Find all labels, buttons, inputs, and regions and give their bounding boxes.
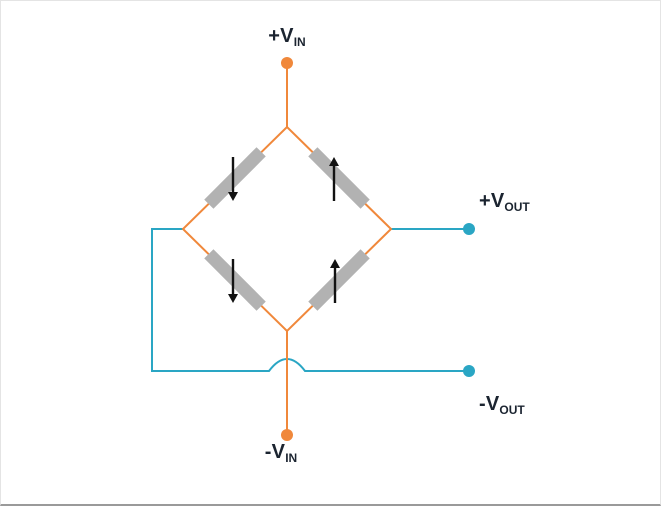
vin-minus-label-main: -V	[264, 441, 286, 463]
vin-plus-label-sub: IN	[293, 35, 306, 49]
arrow-down-icon	[228, 259, 238, 303]
strain-gauge-bottom-left	[204, 249, 266, 311]
strain-gauge-top-left	[204, 147, 266, 209]
vout-minus-wire	[151, 228, 469, 372]
vout-minus-label: -VOUT	[479, 393, 525, 417]
vin-minus-label: -VIN	[265, 441, 297, 465]
vout-plus-label: +VOUT	[479, 190, 530, 214]
vin-plus-terminal-dot	[281, 57, 293, 69]
vout-minus-terminal-dot	[463, 365, 475, 377]
arrow-up-icon	[330, 259, 340, 303]
arrow-up-icon	[329, 157, 339, 201]
vin-minus-terminal-dot	[281, 429, 293, 441]
vin-plus-label: +VIN	[268, 25, 305, 49]
vout-plus-label-sub: OUT	[504, 200, 530, 214]
vin-minus-label-sub: IN	[285, 451, 298, 465]
vin-plus-label-main: +V	[268, 25, 294, 47]
strain-gauge-bottom-right	[308, 249, 370, 311]
vout-plus-terminal-dot	[463, 223, 475, 235]
strain-gauge-top-right	[308, 147, 370, 209]
arrow-down-icon	[228, 157, 238, 201]
bridge-diamond	[181, 125, 393, 333]
vout-minus-label-main: -V	[479, 393, 500, 415]
vout-plus-label-main: +V	[479, 190, 505, 212]
vout-minus-label-sub: OUT	[499, 403, 525, 417]
